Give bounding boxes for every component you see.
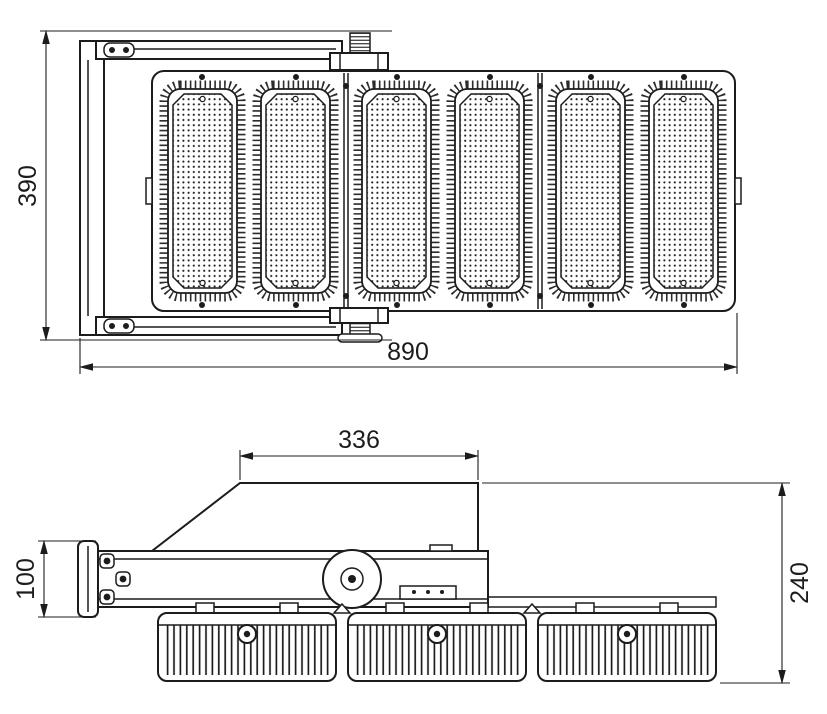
top-view: 390 890 <box>14 29 742 374</box>
rear-rail <box>485 596 717 608</box>
led-module-top <box>552 85 629 297</box>
gusset <box>332 602 352 614</box>
dimension-height-390: 390 <box>14 29 392 342</box>
bracket-bolt-plate <box>103 318 135 334</box>
top-mount-bolt <box>329 32 389 71</box>
dim-336-label: 336 <box>338 426 380 454</box>
led-module-top <box>164 85 241 297</box>
terminal-block <box>399 585 457 600</box>
led-module-side <box>347 602 527 682</box>
pivot-joint <box>322 549 382 609</box>
side-ear-left <box>145 177 153 205</box>
gusset <box>522 602 542 614</box>
lamp-body-top-view <box>145 70 742 312</box>
dimension-height-240: 240 <box>482 481 814 685</box>
adjust-handle <box>337 333 383 343</box>
led-module-side <box>537 602 717 682</box>
dim-240-label: 240 <box>786 562 814 604</box>
dimension-width-890: 890 <box>78 313 739 374</box>
arm-side-view <box>77 540 489 618</box>
mounting-bracket-top-view <box>79 40 343 336</box>
dimension-width-336: 336 <box>238 426 480 480</box>
led-module-top <box>645 85 722 297</box>
dim-890-label: 890 <box>387 338 429 366</box>
led-module-top <box>358 85 435 297</box>
dim-100-label: 100 <box>12 558 40 600</box>
side-ear-right <box>734 177 742 205</box>
bracket-plate-side-view <box>149 482 479 552</box>
side-view: 336 100 240 <box>12 426 814 685</box>
dim-390-label: 390 <box>14 165 42 207</box>
dimension-height-100: 100 <box>12 539 96 619</box>
led-module-top <box>257 85 334 297</box>
led-module-top <box>451 85 528 297</box>
led-module-side <box>157 602 337 682</box>
bracket-bolt-plate <box>103 42 135 58</box>
